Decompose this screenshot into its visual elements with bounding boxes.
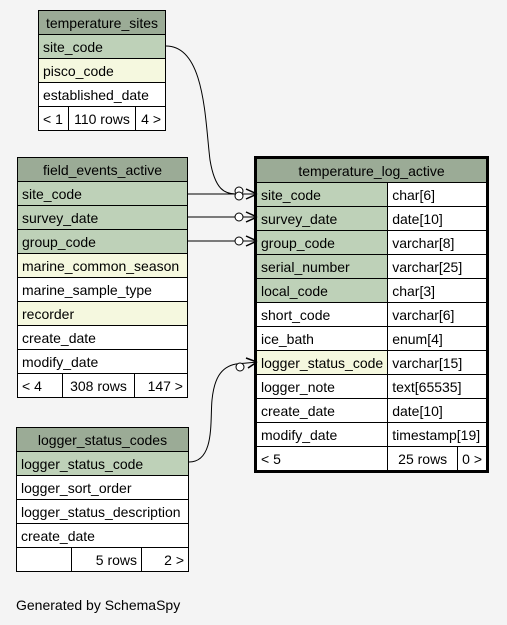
column-type: date[10] xyxy=(387,398,488,423)
column-logger-status-description[interactable]: logger_status_description xyxy=(16,499,189,524)
column-established-date[interactable]: established_date xyxy=(38,82,166,107)
table-field-events-active: field_events_active site_code survey_dat… xyxy=(17,157,188,398)
edge-logger-status-code xyxy=(188,361,258,463)
parents-link[interactable] xyxy=(16,547,72,572)
column-logger-status-code[interactable]: logger_status_code xyxy=(16,451,189,476)
column-logger-note[interactable]: logger_note xyxy=(254,374,389,399)
column-group-code[interactable]: group_code xyxy=(254,230,389,255)
column-modify-date[interactable]: modify_date xyxy=(17,349,188,374)
column-marine-sample-type[interactable]: marine_sample_type xyxy=(17,277,188,302)
column-type: char[3] xyxy=(387,278,488,303)
parents-link[interactable]: < 5 xyxy=(254,446,389,472)
parents-link[interactable]: < 1 xyxy=(38,106,69,131)
column-site-code[interactable]: site_code xyxy=(17,181,188,206)
crowfoot-marker xyxy=(245,211,258,223)
zero-marker xyxy=(234,191,244,201)
table-logger-status-codes: logger_status_codes logger_status_code l… xyxy=(16,427,189,572)
column-create-date[interactable]: create_date xyxy=(17,325,188,350)
zero-marker xyxy=(234,236,244,246)
column-local-code[interactable]: local_code xyxy=(254,278,389,303)
column-type: varchar[15] xyxy=(387,350,488,375)
column-type: char[6] xyxy=(387,182,488,207)
parents-link[interactable]: < 4 xyxy=(17,373,63,398)
column-pisco-code[interactable]: pisco_code xyxy=(38,58,166,83)
table-title[interactable]: logger_status_codes xyxy=(16,427,189,452)
column-type: text[65535] xyxy=(387,374,488,399)
column-logger-sort-order[interactable]: logger_sort_order xyxy=(16,475,189,500)
row-count: 110 rows xyxy=(67,106,137,131)
generated-by-label: Generated by SchemaSpy xyxy=(16,597,181,613)
column-survey-date[interactable]: survey_date xyxy=(254,206,389,231)
column-create-date[interactable]: create_date xyxy=(254,398,389,423)
column-group-code[interactable]: group_code xyxy=(17,229,188,254)
column-type: enum[4] xyxy=(387,326,488,351)
column-site-code[interactable]: site_code xyxy=(38,34,166,59)
column-logger-status-code[interactable]: logger_status_code xyxy=(254,350,389,375)
column-ice-bath[interactable]: ice_bath xyxy=(254,326,389,351)
table-temperature-sites: temperature_sites site_code pisco_code e… xyxy=(38,10,166,131)
children-link[interactable]: 0 > xyxy=(457,446,488,472)
row-count: 25 rows xyxy=(387,446,459,472)
children-link[interactable]: 2 > xyxy=(141,547,189,572)
column-survey-date[interactable]: survey_date xyxy=(17,205,188,230)
children-link[interactable]: 147 > xyxy=(134,373,188,398)
row-count: 308 rows xyxy=(62,373,135,398)
column-type: date[10] xyxy=(387,206,488,231)
crowfoot-marker xyxy=(245,235,258,247)
zero-marker xyxy=(235,362,245,372)
column-modify-date[interactable]: modify_date xyxy=(254,422,389,447)
column-serial-number[interactable]: serial_number xyxy=(254,254,389,279)
edge-site-code-to-log xyxy=(165,45,257,195)
column-site-code[interactable]: site_code xyxy=(254,182,389,207)
column-type: timestamp[19] xyxy=(387,422,488,447)
row-count: 5 rows xyxy=(71,547,142,572)
table-title[interactable]: field_events_active xyxy=(17,157,188,182)
crowfoot-marker xyxy=(245,357,258,369)
table-title[interactable]: temperature_sites xyxy=(38,10,166,35)
zero-marker xyxy=(234,212,244,222)
column-short-code[interactable]: short_code xyxy=(254,302,389,327)
column-create-date[interactable]: create_date xyxy=(16,523,189,548)
table-title[interactable]: temperature_log_active xyxy=(255,157,488,183)
crowfoot-marker xyxy=(245,188,258,200)
column-type: varchar[6] xyxy=(387,302,488,327)
children-link[interactable]: 4 > xyxy=(135,106,166,131)
column-type: varchar[8] xyxy=(387,230,488,255)
